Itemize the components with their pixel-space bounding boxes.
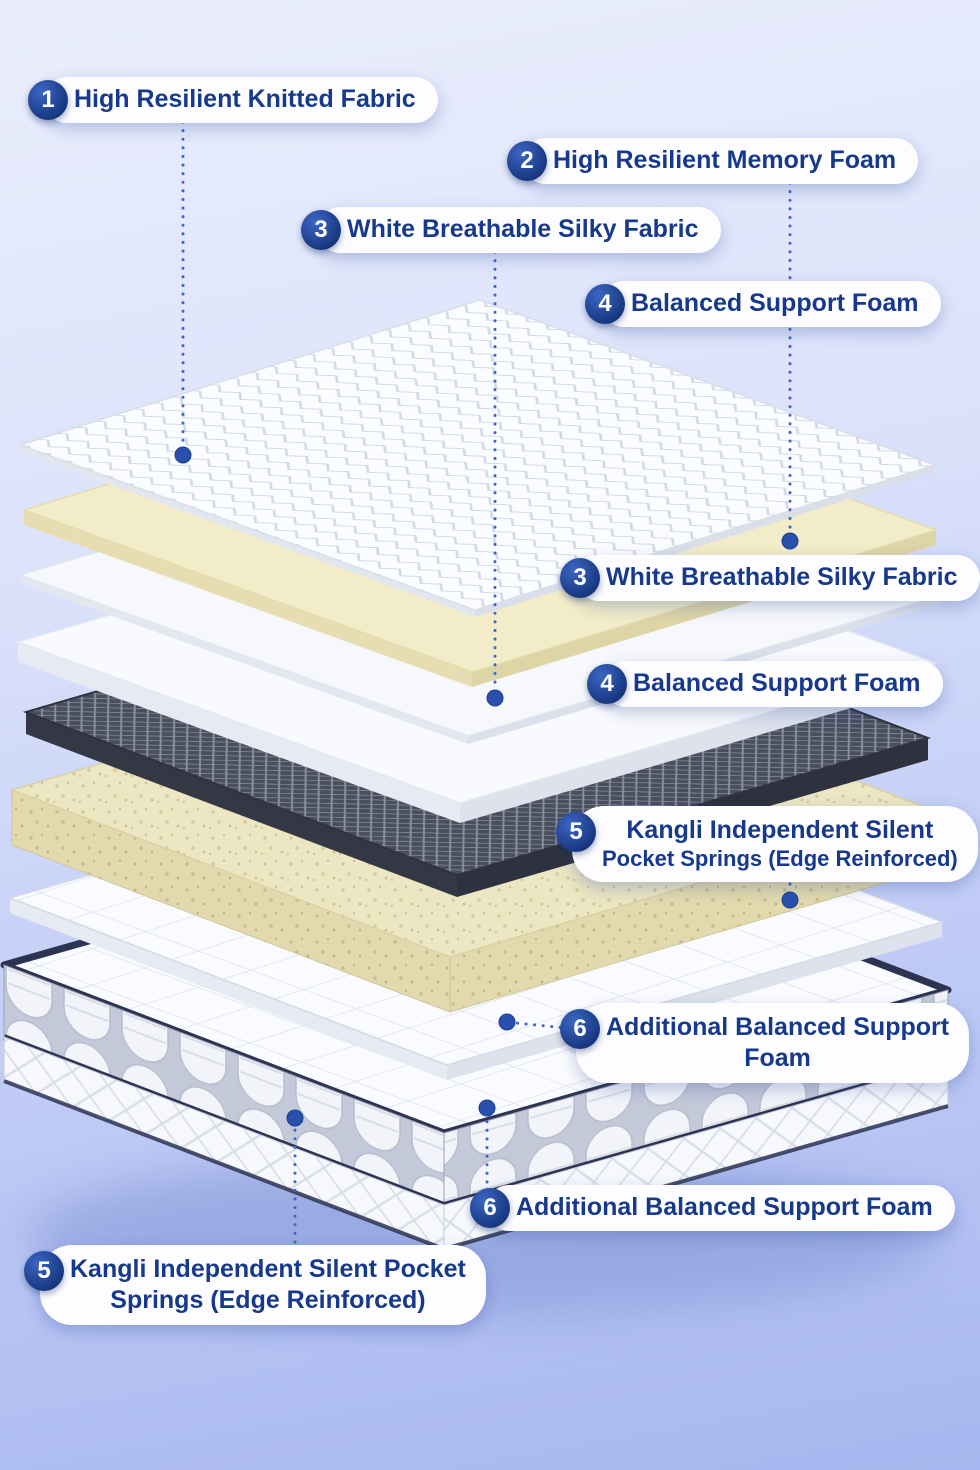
number-badge: 4 [587,663,627,704]
callout-label: High Resilient Knitted Fabric [44,77,438,123]
callout-label-text: Foam [744,1043,811,1072]
callout-label-text: Additional Balanced Support [606,1013,950,1041]
callout-label-text: Kangli Independent Silent [626,816,934,844]
number-badge: 5 [24,1251,64,1291]
dot-additional-foam-right [498,1013,516,1031]
foam7-side-left [10,898,447,1080]
dot-silky-fabric [486,689,504,707]
number-badge: 2 [507,140,547,181]
callout-label: Kangli Independent Silent Pocket Springs… [572,806,978,883]
knit-side-left [20,445,475,617]
callout-label-text: Springs (Edge Reinforced) [110,1285,426,1314]
callout-label-text: Balanced Support Foam [631,289,919,317]
callout-3-silky-fabric-side: 3 White Breathable Silky Fabric [560,555,980,601]
dot-additional-foam-bottom [478,1099,496,1117]
number-badge: 6 [560,1009,600,1049]
number-badge: 4 [585,283,625,324]
dot-knitted-fabric [174,446,192,464]
callout-4-support-foam-side: 4 Balanced Support Foam [587,661,943,707]
callout-label-text: High Resilient Memory Foam [553,146,897,174]
callout-label-text: Pocket Springs (Edge Reinforced) [602,845,958,871]
callout-6-additional-foam-right: 6 Additional Balanced Support Foam [560,1003,970,1083]
foam4-side-left [18,642,460,823]
mesh-side-left [26,712,457,897]
dot-memory-foam [781,532,799,550]
knit-top [17,299,938,611]
callout-3-silky-fabric-top: 3 White Breathable Silky Fabric [301,207,721,253]
callout-4-support-foam-top: 4 Balanced Support Foam [585,281,941,327]
dot-pocket-springs-bottom [286,1109,304,1127]
number-badge: 5 [556,812,596,852]
number-badge: 1 [28,79,68,120]
callout-5-pocket-springs-right: 5 Kangli Independent Silent Pocket Sprin… [556,806,978,883]
leader-dots [174,446,799,1127]
leader-lines [181,120,792,1244]
number-badge: 3 [301,209,341,250]
callout-label: White Breathable Silky Fabric [317,207,721,253]
callout-label-text: Kangli Independent Silent Pocket [70,1255,466,1283]
number-badge: 6 [470,1187,510,1228]
memory-foam-side-left [24,510,472,687]
number-badge: 3 [560,557,600,598]
callout-label-text: White Breathable Silky Fabric [347,215,699,243]
callout-label: Balanced Support Foam [603,661,943,707]
callout-label: Additional Balanced Support Foam [486,1185,955,1231]
callout-label: High Resilient Memory Foam [523,138,919,184]
callout-label-text: Balanced Support Foam [633,669,921,697]
callout-label: Kangli Independent Silent Pocket Springs… [40,1245,486,1325]
callout-1-knitted-fabric: 1 High Resilient Knitted Fabric [28,77,438,123]
callout-5-pocket-springs-bottom: 5 Kangli Independent Silent Pocket Sprin… [24,1245,486,1325]
callout-label-text: Additional Balanced Support Foam [516,1193,933,1221]
callout-label: Balanced Support Foam [601,281,941,327]
callout-label-text: High Resilient Knitted Fabric [74,85,416,113]
callout-2-memory-foam: 2 High Resilient Memory Foam [507,138,919,184]
callout-label: White Breathable Silky Fabric [576,555,980,601]
fabric3-side-left [20,575,468,744]
callout-6-additional-foam-bottom: 6 Additional Balanced Support Foam [470,1185,955,1231]
dot-pocket-springs-right [781,891,799,909]
leader-additional-foam-right [514,1021,588,1032]
callout-label-text: White Breathable Silky Fabric [606,563,958,591]
callout-label: Additional Balanced Support Foam [576,1003,970,1083]
